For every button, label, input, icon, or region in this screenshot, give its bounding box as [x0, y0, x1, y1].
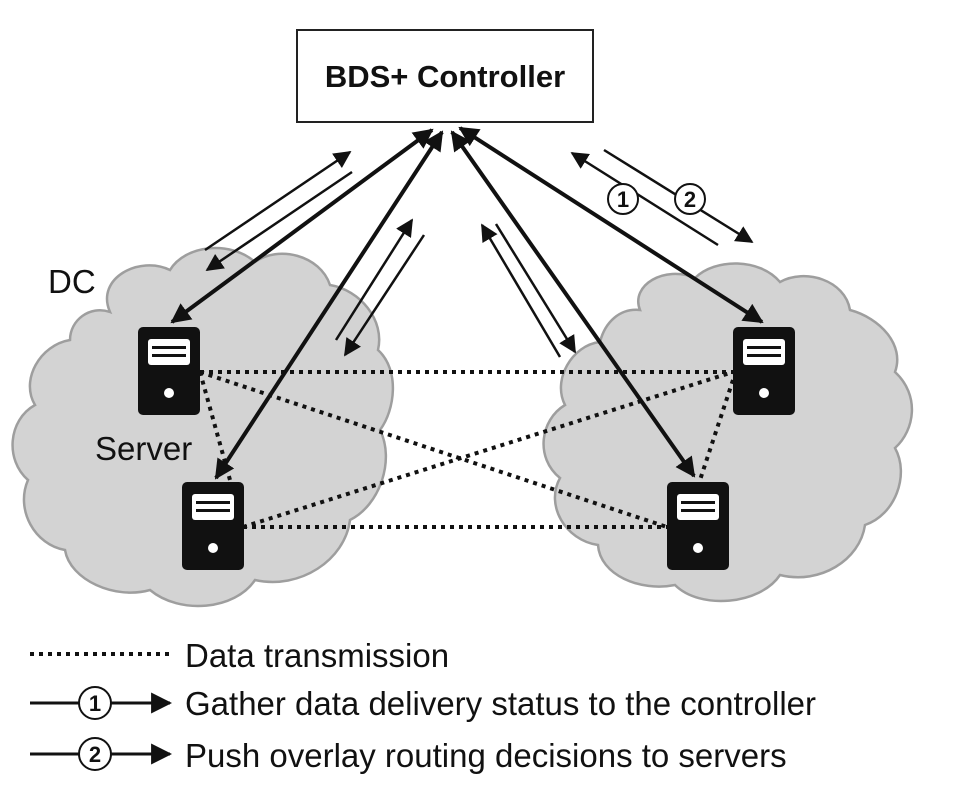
signal-arrow-midright-down — [494, 223, 577, 354]
legend-text-push: Push overlay routing decisions to server… — [185, 737, 787, 774]
step-marker-2-text: 2 — [684, 187, 696, 212]
dc-label: DC — [48, 263, 96, 300]
signal-arrow-right-up — [570, 151, 719, 247]
signal-arrow-midright-up — [480, 223, 562, 358]
control-link-bottom-left — [214, 130, 444, 480]
legend-item-push: 2 Push overlay routing decisions to serv… — [30, 737, 787, 774]
legend: Data transmission 1 Gather data delivery… — [30, 637, 816, 774]
legend-marker-1: 1 — [89, 691, 101, 716]
signal-arrow-midleft-down — [343, 234, 426, 357]
legend-marker-2: 2 — [89, 742, 101, 767]
step-marker-1-text: 1 — [617, 187, 629, 212]
server-icon-left-bottom — [182, 482, 244, 570]
signal-arrow-midleft-up — [334, 218, 414, 341]
step-marker-1: 1 — [607, 183, 639, 215]
signal-arrow-left-down — [205, 170, 353, 272]
control-links — [170, 126, 764, 480]
server-icon-right-bottom — [667, 482, 729, 570]
controller-box — [296, 29, 594, 123]
legend-text-data-transmission: Data transmission — [185, 637, 449, 674]
legend-item-data-transmission: Data transmission — [30, 637, 449, 674]
server-label: Server — [95, 430, 192, 467]
legend-item-gather: 1 Gather data delivery status to the con… — [30, 685, 816, 722]
signal-arrows — [204, 148, 754, 358]
controller-label: BDS+ Controller — [325, 59, 565, 94]
control-link-top-right — [458, 126, 764, 324]
step-marker-2: 2 — [674, 183, 706, 215]
signal-arrow-left-up — [204, 150, 352, 252]
server-icon-left-top — [138, 327, 200, 415]
legend-text-gather: Gather data delivery status to the contr… — [185, 685, 816, 722]
server-icon-right-top — [733, 327, 795, 415]
